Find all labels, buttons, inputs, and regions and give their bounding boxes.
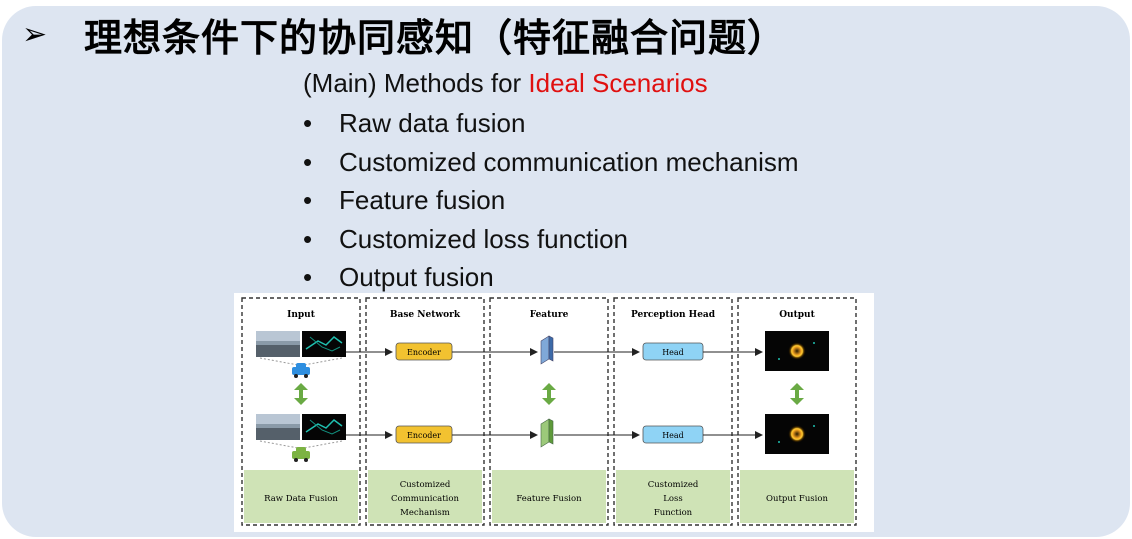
encoder-block-top: Encoder xyxy=(395,342,453,361)
sync-arrow-icon xyxy=(294,383,308,405)
column-footer-line: Feature Fusion xyxy=(516,494,582,504)
bullet-text: Customized communication mechanism xyxy=(339,146,799,177)
bullet-text: Feature fusion xyxy=(339,185,506,215)
column-base-network: Base Network Customized Communication Me… xyxy=(365,297,485,526)
column-header: Output xyxy=(779,310,815,320)
column-footer-bg xyxy=(492,470,606,523)
column-footer-line: Customized xyxy=(648,480,699,490)
column-header: Input xyxy=(287,310,316,320)
bullet-dot-icon: • xyxy=(303,146,313,177)
column-frame xyxy=(241,297,361,526)
encoder-label: Encoder xyxy=(407,348,441,357)
bullet-dot-icon: • xyxy=(303,185,313,215)
column-header: Base Network xyxy=(390,310,461,320)
column-footer-line: Mechanism xyxy=(400,508,450,518)
bullet-dot-icon: • xyxy=(303,108,313,138)
input-images-top xyxy=(256,331,346,357)
bullet-text: Output fusion xyxy=(339,262,494,292)
column-footer-line: Loss xyxy=(663,494,683,504)
subhead-accent: Ideal Scenarios xyxy=(528,68,708,98)
column-output: Output Output Fusion xyxy=(737,297,857,526)
column-feature: Feature Feature Fusion xyxy=(489,297,609,526)
column-frame xyxy=(613,297,733,526)
title-row: ➢ 理想条件下的协同感知（特征融合问题） xyxy=(22,6,786,62)
column-header: Perception Head xyxy=(631,310,716,320)
encoder-label: Encoder xyxy=(407,431,441,440)
column-footer-bg xyxy=(616,470,730,523)
column-frame xyxy=(489,297,609,526)
car-green-icon xyxy=(292,447,310,462)
head-label: Head xyxy=(662,348,684,357)
column-footer-bg xyxy=(368,470,482,523)
output-image-bottom xyxy=(765,414,829,454)
head-label: Head xyxy=(662,431,684,440)
encoder-block-bottom: Encoder xyxy=(395,425,453,444)
column-footer-line: Output Fusion xyxy=(766,494,828,504)
bullet-list: • Raw data fusion • Customized communicati… xyxy=(303,105,799,298)
column-input: Input Raw Data Fusion xyxy=(241,297,361,526)
feature-block-bottom xyxy=(540,418,554,448)
column-frame xyxy=(365,297,485,526)
bullet-dot-icon: • xyxy=(303,223,313,254)
column-perception-head: Perception Head Customized Loss Function xyxy=(613,297,733,526)
subhead-prefix: (Main) Methods for xyxy=(303,68,529,98)
list-item: • Output fusion xyxy=(303,259,799,298)
column-header: Feature xyxy=(530,310,569,320)
subhead: (Main) Methods for Ideal Scenarios xyxy=(303,68,708,99)
column-frame xyxy=(737,297,857,526)
list-item: • Feature fusion xyxy=(303,182,799,221)
fusion-diagram: Input Raw Data Fusion Base Network Custo… xyxy=(241,297,857,526)
column-footer-bg xyxy=(244,470,358,523)
bullet-text: Customized loss function xyxy=(339,223,629,254)
bullet-text: Raw data fusion xyxy=(339,108,526,138)
list-item: • Raw data fusion xyxy=(303,105,799,144)
column-footer-line: Customized xyxy=(400,480,451,490)
output-image-top xyxy=(765,331,829,371)
list-item: • Customized communication mechanism xyxy=(303,144,799,183)
head-block-top: Head xyxy=(642,342,704,361)
arrow-bullet-icon: ➢ xyxy=(22,16,48,52)
input-images-bottom xyxy=(256,414,346,440)
column-footer-line: Function xyxy=(654,508,693,518)
head-block-bottom: Head xyxy=(642,425,704,444)
sync-arrow-icon xyxy=(542,383,556,405)
car-blue-icon xyxy=(292,363,310,378)
column-footer-bg xyxy=(740,470,854,523)
column-footer-line: Communication xyxy=(391,494,459,504)
fusion-diagram-figure: Input Raw Data Fusion Base Network Custo… xyxy=(234,293,874,532)
bullet-dot-icon: • xyxy=(303,262,313,292)
sync-arrow-icon xyxy=(790,383,804,405)
feature-block-top xyxy=(540,335,554,365)
list-item: • Customized loss function xyxy=(303,221,799,260)
slide-title: 理想条件下的协同感知（特征融合问题） xyxy=(84,15,787,60)
column-footer-line: Raw Data Fusion xyxy=(264,494,338,504)
